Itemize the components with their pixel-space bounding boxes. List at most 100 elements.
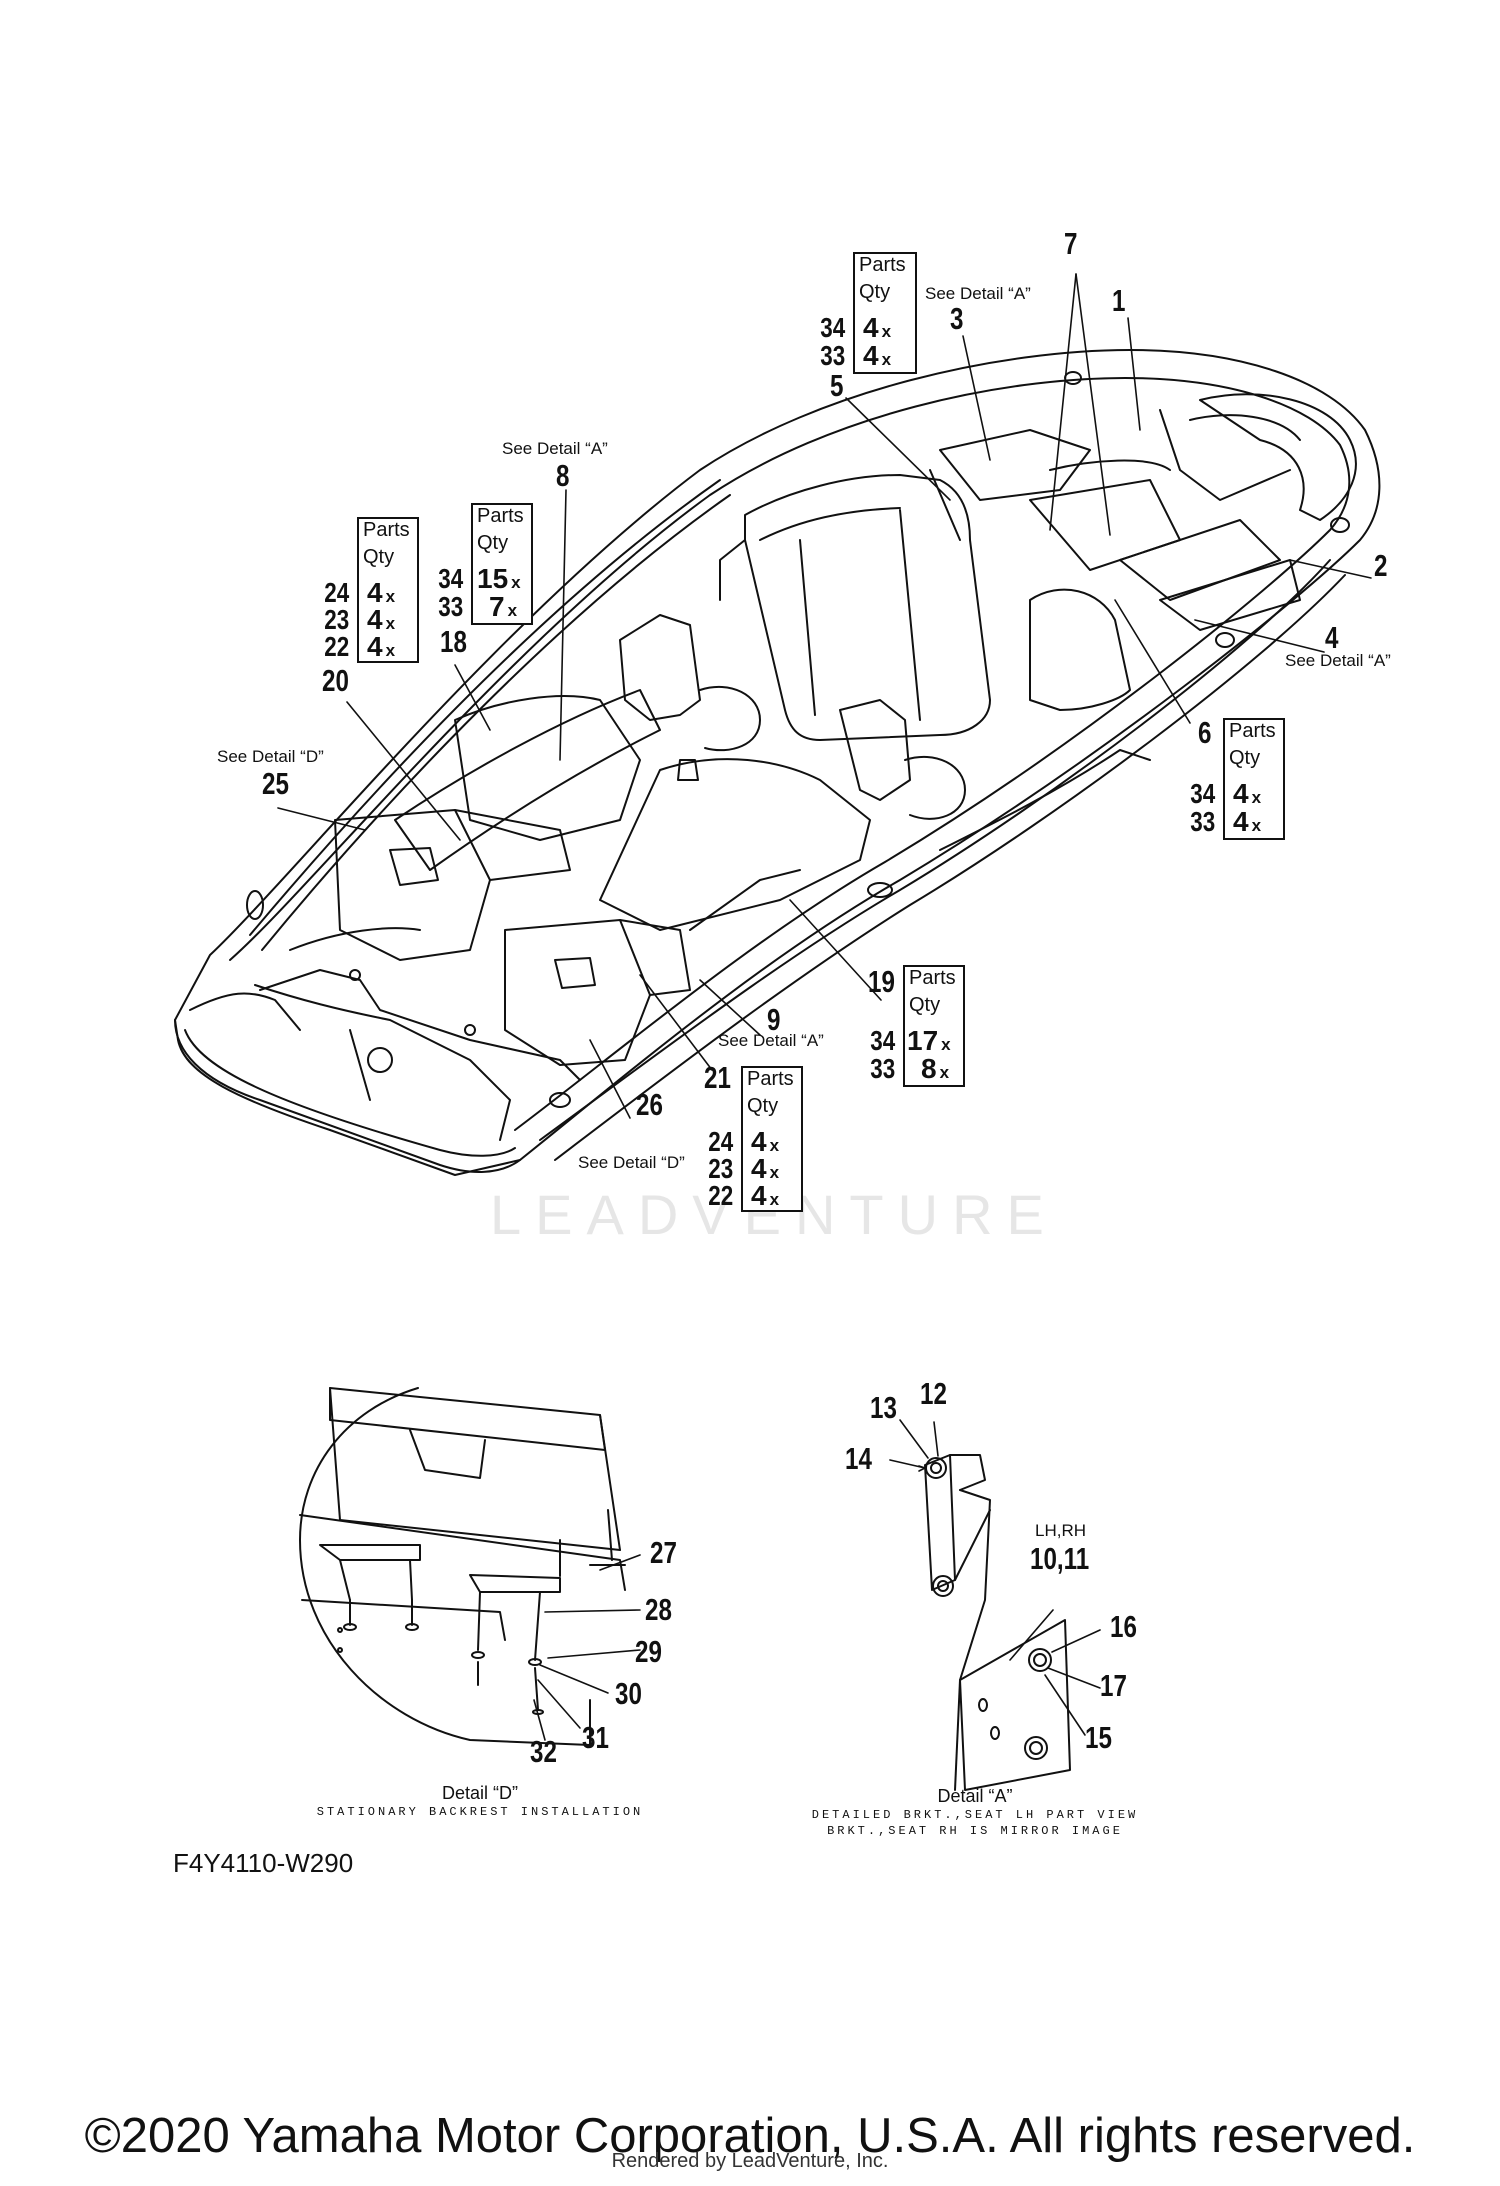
qty-x: x <box>939 1063 950 1082</box>
qty-part-number: 22 <box>708 1180 733 1211</box>
qty-x: x <box>1251 816 1262 835</box>
callout-27: 27 <box>650 1535 677 1570</box>
callout-25: 25 <box>262 766 289 801</box>
detail-d-title: Detail “D” <box>441 1783 518 1803</box>
note-see-detail-d-25: See Detail “D” <box>217 747 324 766</box>
qty-x: x <box>769 1163 780 1182</box>
callout-28: 28 <box>645 1592 672 1627</box>
callout-21: 21 <box>704 1060 731 1095</box>
callout-32: 32 <box>530 1734 557 1769</box>
callout-5: 5 <box>830 368 844 403</box>
qty-x: x <box>769 1136 780 1155</box>
qty-part-number: 34 <box>1190 778 1215 809</box>
qty-x: x <box>769 1190 780 1209</box>
qty-value: 4 <box>367 604 383 635</box>
qty-header-parts: Parts <box>363 519 410 541</box>
qty-value: 4 <box>367 577 383 608</box>
detail-d-subtitle: STATIONARY BACKREST INSTALLATION <box>316 1805 644 1819</box>
note-see-detail-d-26: See Detail “D” <box>578 1153 685 1172</box>
qty-header-parts: Parts <box>747 1068 794 1090</box>
qty-header-parts: Parts <box>1229 720 1276 742</box>
note-lh-rh: LH,RH <box>1035 1521 1087 1540</box>
callout-10-11: 10,11 <box>1030 1541 1090 1576</box>
qty-part-number: 34 <box>438 563 463 594</box>
qty-header-qty: Qty <box>1229 747 1261 769</box>
callout-26: 26 <box>636 1087 663 1122</box>
qty-part-number: 33 <box>1190 806 1215 837</box>
detail-a-subtitle-2: BRKT.,SEAT RH IS MIRROR IMAGE <box>827 1824 1123 1838</box>
detail-a-drawing <box>889 1419 1101 1791</box>
diagram-code: F4Y4110-W290 <box>173 1848 354 1878</box>
qty-part-number: 34 <box>820 312 845 343</box>
note-see-detail-a-9: See Detail “A” <box>718 1031 824 1050</box>
qty-value: 4 <box>751 1153 767 1184</box>
callout-2: 2 <box>1374 548 1388 583</box>
detail-a-subtitle-1: DETAILED BRKT.,SEAT LH PART VIEW <box>811 1808 1139 1822</box>
qty-part-number: 22 <box>324 631 349 662</box>
callout-13: 13 <box>870 1390 897 1425</box>
rendered-by-notice: Rendered by LeadVenture, Inc. <box>611 2150 889 2172</box>
qty-part-number: 23 <box>324 604 349 635</box>
callout-1: 1 <box>1112 283 1126 318</box>
callout-17: 17 <box>1100 1668 1127 1703</box>
qty-header-qty: Qty <box>363 546 395 568</box>
qty-x: x <box>881 322 892 341</box>
callout-7: 7 <box>1064 226 1078 261</box>
detail-d-caption: Detail “D” STATIONARY BACKREST INSTALLAT… <box>310 1783 650 1820</box>
callout-19: 19 <box>868 964 895 999</box>
callout-14: 14 <box>845 1441 872 1476</box>
callout-29: 29 <box>635 1634 662 1669</box>
callout-16: 16 <box>1110 1609 1137 1644</box>
qty-value: 4 <box>751 1126 767 1157</box>
qty-header-qty: Qty <box>909 994 941 1016</box>
qty-value: 4 <box>863 312 879 343</box>
callout-4: 4 <box>1325 620 1339 655</box>
qty-header-qty: Qty <box>859 281 891 303</box>
qty-value: 7 <box>489 591 505 622</box>
note-see-detail-a-4: See Detail “A” <box>1285 651 1391 670</box>
qty-part-number: 33 <box>870 1053 895 1084</box>
qty-header-qty: Qty <box>477 532 509 554</box>
qty-x: x <box>507 601 518 620</box>
qty-part-number: 24 <box>708 1126 733 1157</box>
qty-value: 17 <box>907 1025 939 1056</box>
detail-a-caption: Detail “A” DETAILED BRKT.,SEAT LH PART V… <box>795 1786 1155 1839</box>
qty-x: x <box>1251 788 1262 807</box>
note-see-detail-a-8: See Detail “A” <box>502 439 608 458</box>
callout-30: 30 <box>615 1676 642 1711</box>
detail-a-title: Detail “A” <box>937 1786 1013 1806</box>
callout-9: 9 <box>767 1002 781 1037</box>
qty-part-number: 23 <box>708 1153 733 1184</box>
qty-header-parts: Parts <box>477 505 524 527</box>
qty-part-number: 24 <box>324 577 349 608</box>
copyright-notice: ©2020 Yamaha Motor Corporation, U.S.A. A… <box>84 2109 1416 2163</box>
qty-value: 4 <box>1233 778 1249 809</box>
qty-value: 8 <box>921 1053 937 1084</box>
qty-value: 4 <box>1233 806 1249 837</box>
boat-hull <box>174 349 1381 1176</box>
qty-header-parts: Parts <box>909 967 956 989</box>
qty-value: 15 <box>477 563 509 594</box>
qty-x: x <box>385 587 396 606</box>
qty-header-parts: Parts <box>859 254 906 276</box>
callout-8: 8 <box>556 458 570 493</box>
callout-15: 15 <box>1085 1720 1112 1755</box>
callout-18: 18 <box>440 624 467 659</box>
callout-6: 6 <box>1198 715 1212 750</box>
qty-x: x <box>881 350 892 369</box>
qty-x: x <box>385 614 396 633</box>
qty-header-qty: Qty <box>747 1095 779 1117</box>
qty-value: 4 <box>863 340 879 371</box>
qty-x: x <box>385 641 396 660</box>
qty-part-number: 33 <box>820 340 845 371</box>
note-see-detail-a-3: See Detail “A” <box>925 284 1031 303</box>
qty-x: x <box>941 1035 951 1054</box>
leader-lines <box>277 273 1372 1119</box>
qty-value: 4 <box>367 631 383 662</box>
callout-20: 20 <box>322 663 349 698</box>
callout-12: 12 <box>920 1376 947 1411</box>
qty-value: 4 <box>751 1180 767 1211</box>
detail-d-drawing <box>299 1387 641 1746</box>
qty-part-number: 34 <box>870 1025 895 1056</box>
